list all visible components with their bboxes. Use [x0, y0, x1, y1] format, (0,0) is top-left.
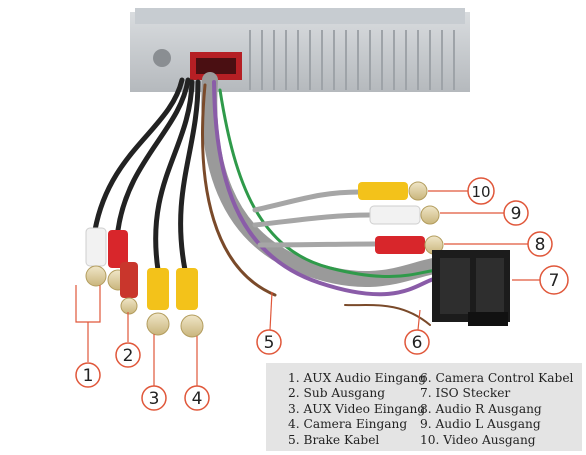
- rca-audio-r-out: [375, 235, 444, 255]
- head-unit-cooling-fins: [249, 30, 455, 90]
- rca-connectors-left: [85, 227, 204, 338]
- callout-4: 4: [184, 385, 210, 411]
- callout-10-label: 10: [471, 183, 490, 201]
- wire-gray-audio-l: [252, 212, 373, 228]
- callout-2: 2: [115, 342, 141, 368]
- callout-8-label: 8: [535, 235, 546, 255]
- legend-item: 7. ISO Stecker: [420, 386, 511, 401]
- callout-5: 5: [256, 329, 282, 355]
- callout-3: 3: [141, 385, 167, 411]
- legend-item: 8. Audio R Ausgang: [420, 401, 542, 416]
- callout-7: 7: [539, 265, 569, 295]
- callout-5-label: 5: [264, 333, 275, 353]
- callout-1-label: 1: [83, 366, 94, 386]
- head-unit-antenna-jack: [153, 49, 171, 67]
- legend-box: 1. AUX Audio Eingang 2. Sub Ausgang 3. A…: [266, 363, 582, 451]
- legend-item: 3. AUX Video Eingang: [288, 401, 426, 416]
- rca-audio-l-out: [369, 205, 440, 225]
- legend-item: 5. Brake Kabel: [288, 432, 380, 447]
- legend-item: 9. Audio L Ausgang: [420, 417, 541, 432]
- rca-aux-video-yellow: [146, 268, 170, 336]
- callout-line-1: [75, 285, 101, 323]
- callout-10: 10: [467, 177, 495, 205]
- wire-black-3: [153, 79, 195, 273]
- wire-purple: [212, 80, 442, 297]
- callout-9: 9: [503, 200, 529, 226]
- callout-3-label: 3: [149, 389, 160, 409]
- wire-bundle-gray: [201, 72, 448, 287]
- callout-4-label: 4: [192, 389, 203, 409]
- legend-column-right: 6. Camera Control Kabel 7. ISO Stecker 8…: [420, 371, 573, 448]
- callout-1: 1: [75, 362, 101, 388]
- callout-7-label: 7: [549, 271, 560, 291]
- callout-6: 6: [404, 329, 430, 355]
- callout-line-6: [417, 309, 421, 331]
- wire-green: [218, 88, 442, 279]
- rca-aux-audio-white: [85, 227, 107, 287]
- wire-brake: [201, 83, 277, 297]
- callout-9-label: 9: [511, 204, 522, 224]
- wire-harness: [92, 72, 448, 326]
- wire-gray-audio-r: [257, 241, 378, 248]
- callout-8: 8: [527, 231, 553, 257]
- wire-black-2: [115, 77, 191, 233]
- callout-6-label: 6: [412, 333, 423, 353]
- legend-item: 4. Camera Eingang: [288, 417, 408, 432]
- head-unit-top: [135, 8, 465, 24]
- legend-item: 10. Video Ausgang: [420, 432, 536, 447]
- wire-camera-control: [344, 304, 431, 326]
- wire-gray-video: [252, 189, 363, 213]
- wire-black-1: [92, 77, 185, 233]
- callout-markers: 1 2 3 4 5 6 7 8: [75, 177, 569, 411]
- callout-2-label: 2: [123, 346, 134, 366]
- legend-item: 6. Camera Control Kabel: [420, 371, 574, 385]
- legend-item: 2. Sub Ausgang: [288, 386, 386, 401]
- legend-column-left: 1. AUX Audio Eingang 2. Sub Ausgang 3. A…: [288, 371, 426, 448]
- rca-connectors-right: [358, 181, 444, 255]
- iso-connector: [432, 250, 510, 326]
- callout-lines: [75, 190, 540, 386]
- rca-video-out: [358, 181, 428, 201]
- rca-camera-in-yellow: [176, 268, 204, 338]
- wire-black-4: [178, 79, 201, 273]
- rca-sub-out: [120, 262, 138, 315]
- head-unit-socket-inner: [196, 58, 236, 74]
- legend-item: 1. AUX Audio Eingang: [288, 371, 427, 385]
- callout-line-5: [269, 291, 273, 331]
